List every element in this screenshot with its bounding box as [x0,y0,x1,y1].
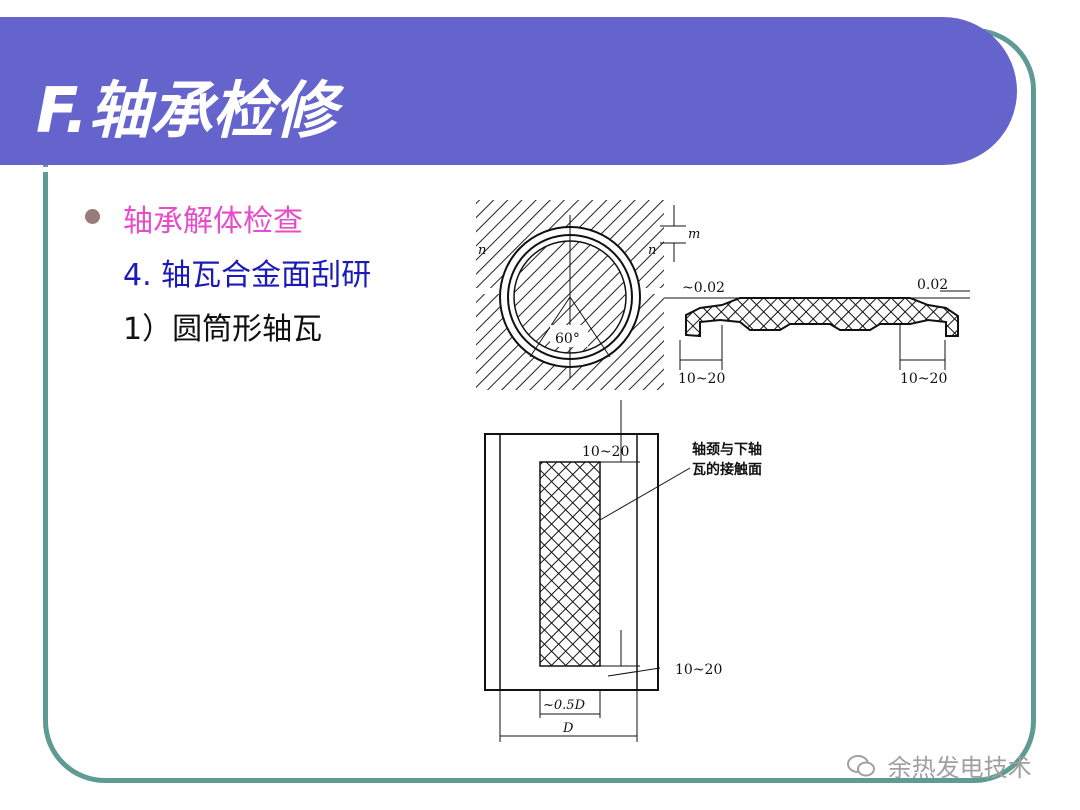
label-half-d: ~0.5D [543,698,586,713]
shell-profile [664,290,970,370]
contact-plan-view [484,400,691,742]
label-002-right: 0.02 [917,277,948,293]
bullet-dot-icon [85,209,100,224]
bullet-text: 轴承解体检查 [123,204,303,239]
label-1020-a: 10~20 [678,371,725,387]
label-1020-d: 10~20 [675,662,722,678]
housing-section [476,200,664,390]
watermark-text: 余热发电技术 [887,754,1032,782]
label-1020-b: 10~20 [900,371,947,387]
sub-item-1: 4. 轴瓦合金面刮研 [123,258,372,293]
label-1020-c: 10~20 [582,444,629,460]
label-002-left: ~0.02 [682,280,725,296]
label-n-left: n [478,243,486,258]
label-d: D [562,721,574,736]
title-banner: F.轴承检修 [0,17,1017,172]
label-contact-2: 瓦的接触面 [692,461,762,478]
label-n-right: n [648,243,656,258]
wechat-icon [846,753,876,785]
slide-title: F.轴承检修 [36,74,337,147]
title-underline [0,167,962,172]
label-contact-1: 轴颈与下轴 [692,441,762,458]
label-m: m [688,227,700,242]
watermark: 余热发电技术 [846,748,1032,785]
sub-item-2: 1）圆筒形轴瓦 [123,312,323,347]
label-angle: 60° [555,331,580,347]
